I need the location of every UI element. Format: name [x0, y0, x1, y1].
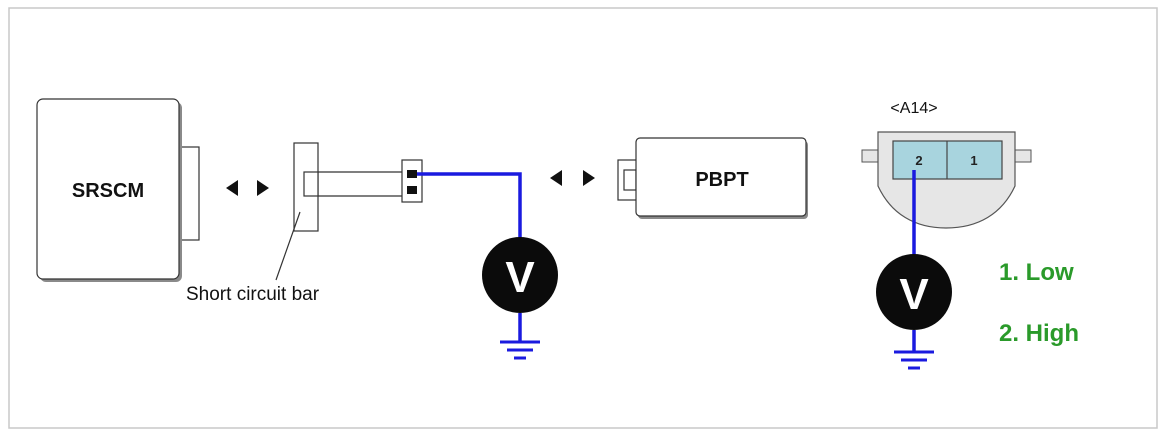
connector-plug: [401, 159, 423, 203]
connector-a14-pin-1: 1: [970, 153, 977, 168]
voltmeter-right-icon: [876, 254, 952, 330]
wire-left: [417, 172, 522, 242]
connector-pin-top: [407, 170, 417, 178]
connect-arrow-left-icon: [226, 180, 269, 196]
srscm-module: SRSCM: [36, 98, 200, 282]
connector-a14-pin-2: 2: [915, 153, 922, 168]
short-circuit-bar-slot: [303, 171, 319, 197]
connector-a14-tab-left: [861, 149, 879, 163]
srscm-body: [36, 98, 180, 280]
connect-arrow-right-icon: [550, 170, 595, 186]
voltmeter-right: V: [876, 254, 952, 330]
srscm-connector-tab: [179, 146, 200, 241]
voltmeter-left: V: [482, 237, 558, 313]
short-circuit-bar: [275, 142, 423, 281]
pbpt-label: PBPT: [695, 169, 748, 191]
connector-id-label: <A14>: [890, 100, 937, 117]
ground-right-icon: [894, 350, 934, 370]
ground-left-icon: [500, 340, 540, 360]
voltmeter-right-symbol: V: [899, 270, 929, 319]
pbpt-module: PBPT: [617, 137, 808, 219]
short-circuit-bar-label: Short circuit bar: [186, 284, 320, 305]
voltmeter-left-icon: [482, 237, 558, 313]
connector-pin-bottom: [407, 186, 417, 194]
pbpt-connector-inner: [623, 169, 637, 191]
legend-high: 2. High: [999, 320, 1079, 347]
srscm-label: SRSCM: [72, 180, 144, 202]
pbpt-body: [635, 137, 807, 217]
voltmeter-left-symbol: V: [505, 253, 535, 302]
legend-low: 1. Low: [999, 259, 1074, 286]
connector-a14-tab-right: [1014, 149, 1032, 163]
